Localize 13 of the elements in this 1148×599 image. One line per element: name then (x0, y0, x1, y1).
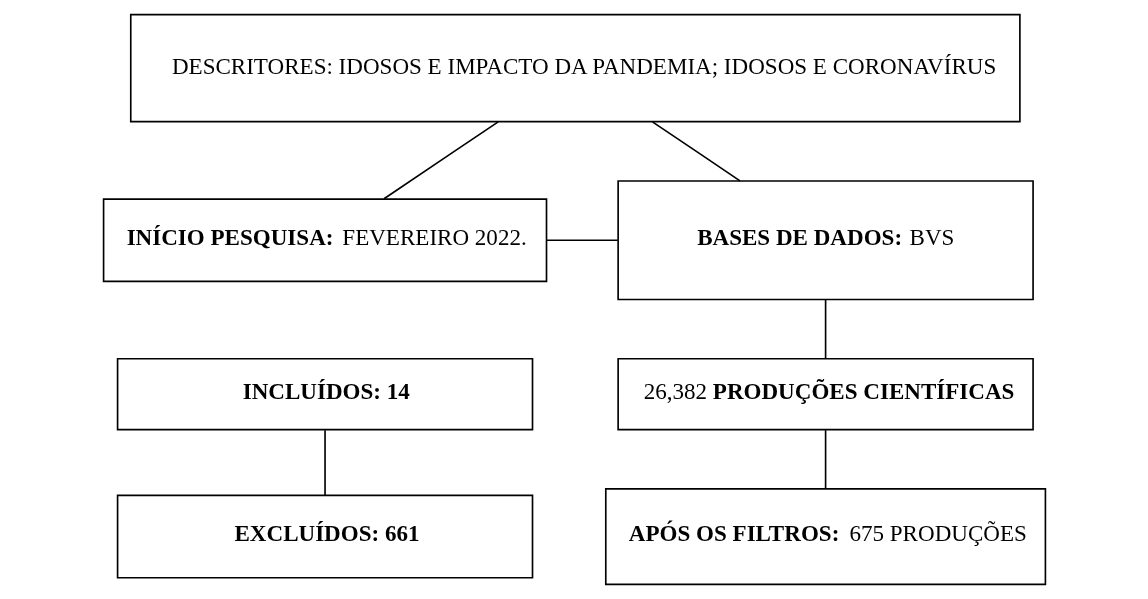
connector (382, 121, 499, 200)
node-box: BASES DE DADOS: BVS (616, 180, 1034, 301)
node-box: APÓS OS FILTROS: 675 PRODUÇÕES (604, 488, 1046, 586)
connector (824, 429, 826, 490)
connector (824, 298, 826, 360)
node-box: INCLUÍDOS: 14 (116, 357, 533, 431)
connector (545, 239, 619, 242)
node-box: DESCRITORES: IDOSOS E IMPACTO DA PANDEMIA; IDOSOS E CORONAVÍRUS (129, 13, 1021, 123)
connector (323, 429, 326, 496)
node-box: INÍCIO PESQUISA: FEVEREIRO 2022. (102, 198, 547, 283)
node-box: 26,382 PRODUÇÕES CIENTÍFICAS (616, 357, 1034, 431)
node-box: EXCLUÍDOS: 661 (116, 494, 533, 579)
connector (651, 121, 741, 182)
